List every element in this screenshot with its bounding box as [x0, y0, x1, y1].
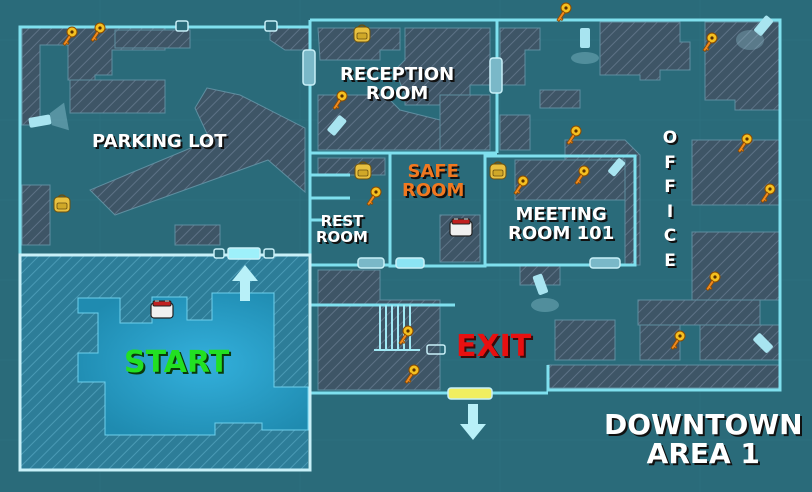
meeting-line2: ROOM 101 [508, 222, 615, 244]
medkit-icon [150, 299, 174, 319]
exit-door [447, 387, 493, 400]
reception-line1: RECEPTION [340, 64, 455, 85]
safe-line1: SAFE [407, 161, 459, 182]
room-label-office: O F F I C E [662, 128, 678, 271]
key-icon [366, 186, 382, 206]
reception-line2: ROOM [365, 82, 429, 104]
security-camera-icon [28, 15, 774, 353]
start-zone [20, 255, 309, 470]
rest-line1: REST [320, 212, 364, 230]
arrow-down-icon [460, 404, 486, 440]
area-title-line2: AREA 1 [646, 437, 760, 471]
meeting-line1: MEETING [515, 204, 607, 225]
room-label-parking-lot: PARKING LOT [92, 131, 227, 152]
room-label-rest-room: REST ROOM [316, 212, 368, 246]
room-label-meeting-room: MEETING ROOM 101 [508, 204, 615, 244]
rest-line2: ROOM [316, 227, 368, 246]
area-title: DOWNTOWN AREA 1 [604, 410, 803, 469]
safe-line2: ROOM [402, 179, 465, 201]
doors [175, 20, 621, 355]
room-label-reception: RECEPTION ROOM [340, 64, 455, 104]
arrow-up-icon [232, 265, 258, 301]
exit-label: EXIT [456, 329, 532, 364]
obstacles [21, 21, 781, 391]
backpack-icon [489, 161, 507, 180]
backpack-icon [353, 24, 371, 43]
walls [18, 18, 782, 472]
start-label: START [124, 345, 230, 380]
backpack-icon [354, 161, 372, 180]
area-title-line1: DOWNTOWN [604, 408, 803, 441]
medkit-icon [449, 217, 473, 237]
backpack-icon [53, 194, 71, 213]
room-label-safe-room: SAFE ROOM [402, 161, 465, 201]
